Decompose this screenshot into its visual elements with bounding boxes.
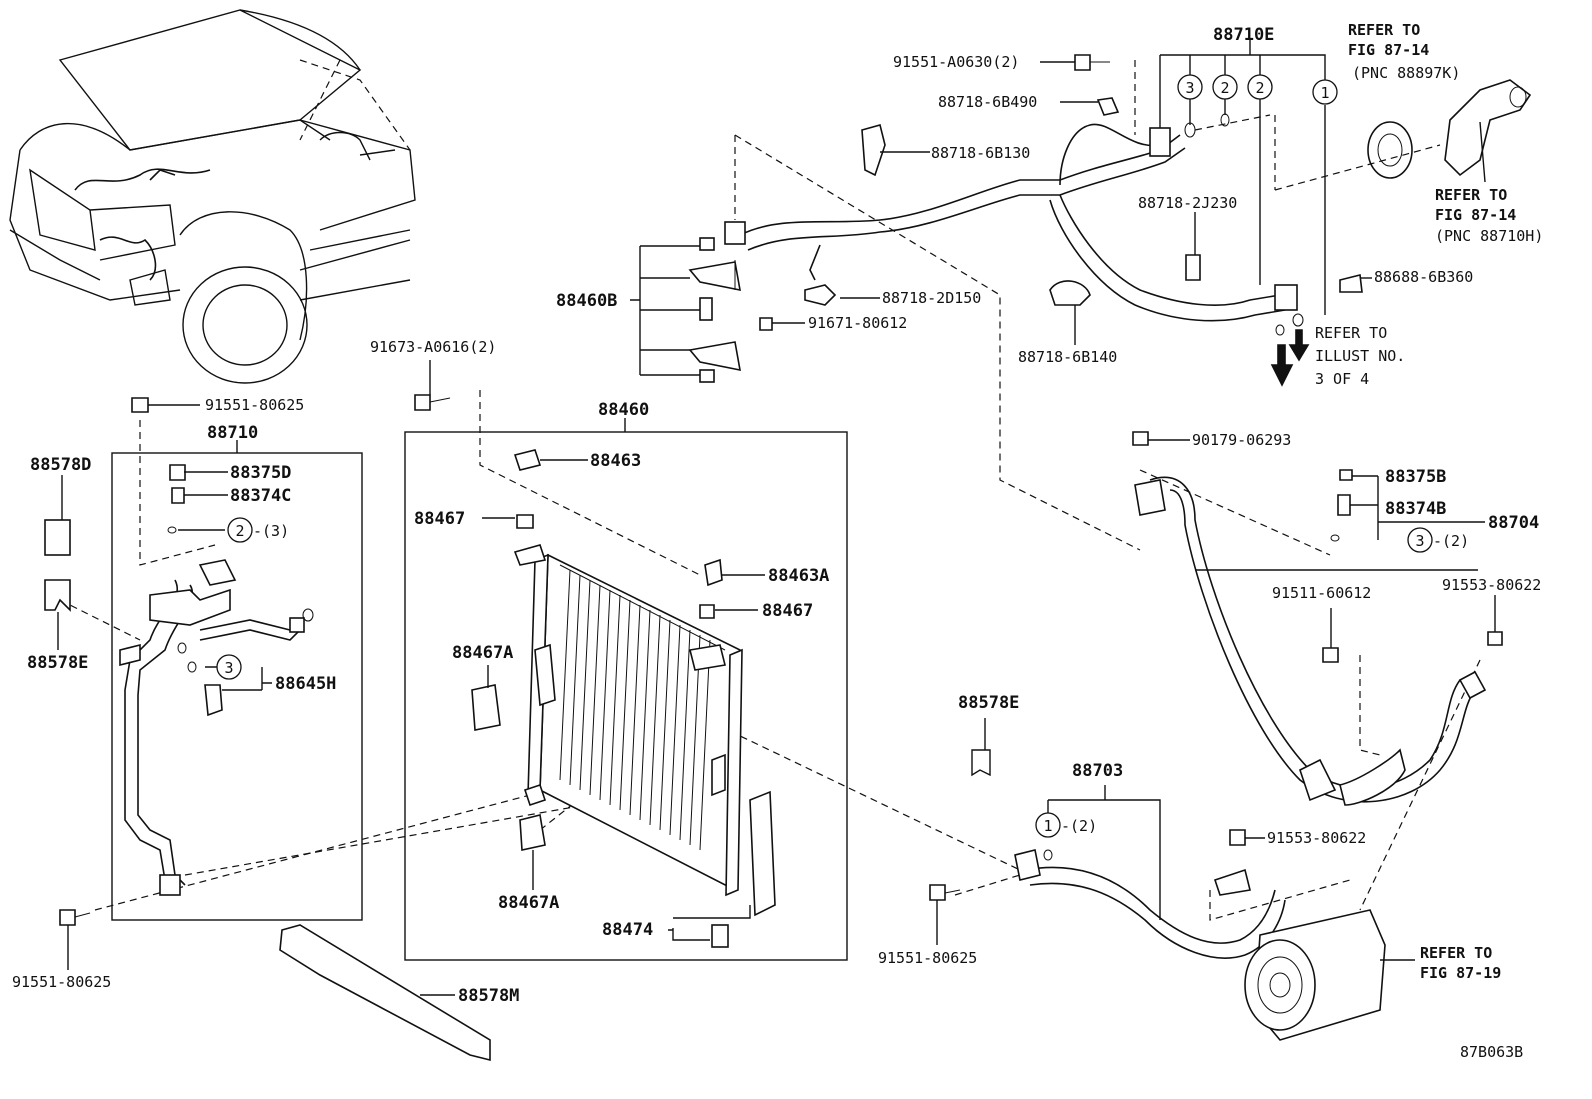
circled-1-top: 1 <box>1320 84 1329 102</box>
label-88578D: 88578D <box>30 455 91 475</box>
vehicle-illustration <box>9 9 416 384</box>
label-88645H: 88645H <box>275 674 336 694</box>
label-88460B: 88460B <box>556 291 617 311</box>
ref-fig-87-14-a-line3: (PNC 88897K) <box>1352 64 1460 82</box>
circled-1-bottom: 1 <box>1043 817 1052 835</box>
label-88578E-right: 88578E <box>958 693 1019 713</box>
circled-2-left: 2 <box>235 522 244 540</box>
circled-2-top-b: 2 <box>1255 79 1264 97</box>
circled-2-top-a: 2 <box>1220 79 1229 97</box>
label-88703: 88703 <box>1072 761 1123 781</box>
ref-illust-line3: 3 OF 4 <box>1315 370 1369 388</box>
label-88467A-a: 88467A <box>452 643 513 663</box>
label-88704: 88704 <box>1488 513 1539 533</box>
liquid-pipe-assembly <box>111 452 363 921</box>
leader-lines <box>57 40 1496 996</box>
part-labels: 88710E 91551-A0630(2) 88718-6B490 88718-… <box>12 25 1541 1006</box>
label-88375B: 88375B <box>1385 467 1446 487</box>
label-88460: 88460 <box>598 400 649 420</box>
ref-fig-87-19-line1: REFER TO <box>1420 944 1492 962</box>
label-88578E-left: 88578E <box>27 653 88 673</box>
ref-illust-line1: REFER TO <box>1315 324 1387 342</box>
circled-2-left-qty: -(3) <box>253 522 289 540</box>
left-small-parts <box>44 397 491 1062</box>
ref-fig-87-19-line2: FIG 87-19 <box>1420 964 1501 982</box>
label-88718-6B490: 88718-6B490 <box>938 93 1037 111</box>
label-88718-6B130: 88718-6B130 <box>931 144 1030 162</box>
label-91551-80625-bottom-left: 91551-80625 <box>12 973 111 991</box>
label-91553-80622-top: 91553-80622 <box>1442 576 1541 594</box>
discharge-pipe-assembly <box>688 54 1532 387</box>
circled-3-right: 3 <box>1415 532 1424 550</box>
ref-fig-87-14-b-line1: REFER TO <box>1435 186 1507 204</box>
circled-3-left: 3 <box>224 659 233 677</box>
label-91511-60612: 91511-60612 <box>1272 584 1371 602</box>
label-88718-2D150: 88718-2D150 <box>882 289 981 307</box>
label-91551-A0630: 91551-A0630(2) <box>893 53 1019 71</box>
label-88467A-b: 88467A <box>498 893 559 913</box>
label-88710E: 88710E <box>1213 25 1274 45</box>
suction-hose-assembly <box>1132 431 1503 806</box>
discharge-hose-and-compressor <box>929 749 1386 1041</box>
label-91551-80625-bottom-right: 91551-80625 <box>878 949 977 967</box>
label-88467-b: 88467 <box>762 601 813 621</box>
label-88578M: 88578M <box>458 986 519 1006</box>
label-88718-6B140: 88718-6B140 <box>1018 348 1117 366</box>
label-91671-80612: 91671-80612 <box>808 314 907 332</box>
circled-markers: 3 2 2 1 2 -(3) 3 3 -(2) 1 -(2) <box>216 74 1469 838</box>
ref-fig-87-14-b-line3: (PNC 88710H) <box>1435 227 1543 245</box>
circled-1-bottom-qty: -(2) <box>1061 817 1097 835</box>
label-91553-80622-bottom: 91553-80622 <box>1267 829 1366 847</box>
ref-fig-87-14-a-line1: REFER TO <box>1348 21 1420 39</box>
label-88463A: 88463A <box>768 566 829 586</box>
label-88710: 88710 <box>207 423 258 443</box>
label-88374C: 88374C <box>230 486 291 506</box>
label-91551-80625-top: 91551-80625 <box>205 396 304 414</box>
label-88375D: 88375D <box>230 463 291 483</box>
circled-3-top: 3 <box>1185 79 1194 97</box>
condenser-assembly <box>404 394 848 961</box>
label-91673-A0616: 91673-A0616(2) <box>370 338 496 356</box>
figure-id: 87B063B <box>1460 1043 1523 1061</box>
label-88718-2J230: 88718-2J230 <box>1138 194 1237 212</box>
circled-3-right-qty: -(2) <box>1433 532 1469 550</box>
label-88688-6B360: 88688-6B360 <box>1374 268 1473 286</box>
label-88467-a: 88467 <box>414 509 465 529</box>
ref-fig-87-14-a-line2: FIG 87-14 <box>1348 41 1429 59</box>
ref-fig-87-14-b-line2: FIG 87-14 <box>1435 206 1516 224</box>
ref-illust-line2: ILLUST NO. <box>1315 347 1405 365</box>
label-88374B: 88374B <box>1385 499 1446 519</box>
reference-notes: REFER TO FIG 87-14 (PNC 88897K) REFER TO… <box>1315 21 1543 1061</box>
label-88463: 88463 <box>590 451 641 471</box>
label-90179-06293: 90179-06293 <box>1192 431 1291 449</box>
label-88474: 88474 <box>602 920 653 940</box>
